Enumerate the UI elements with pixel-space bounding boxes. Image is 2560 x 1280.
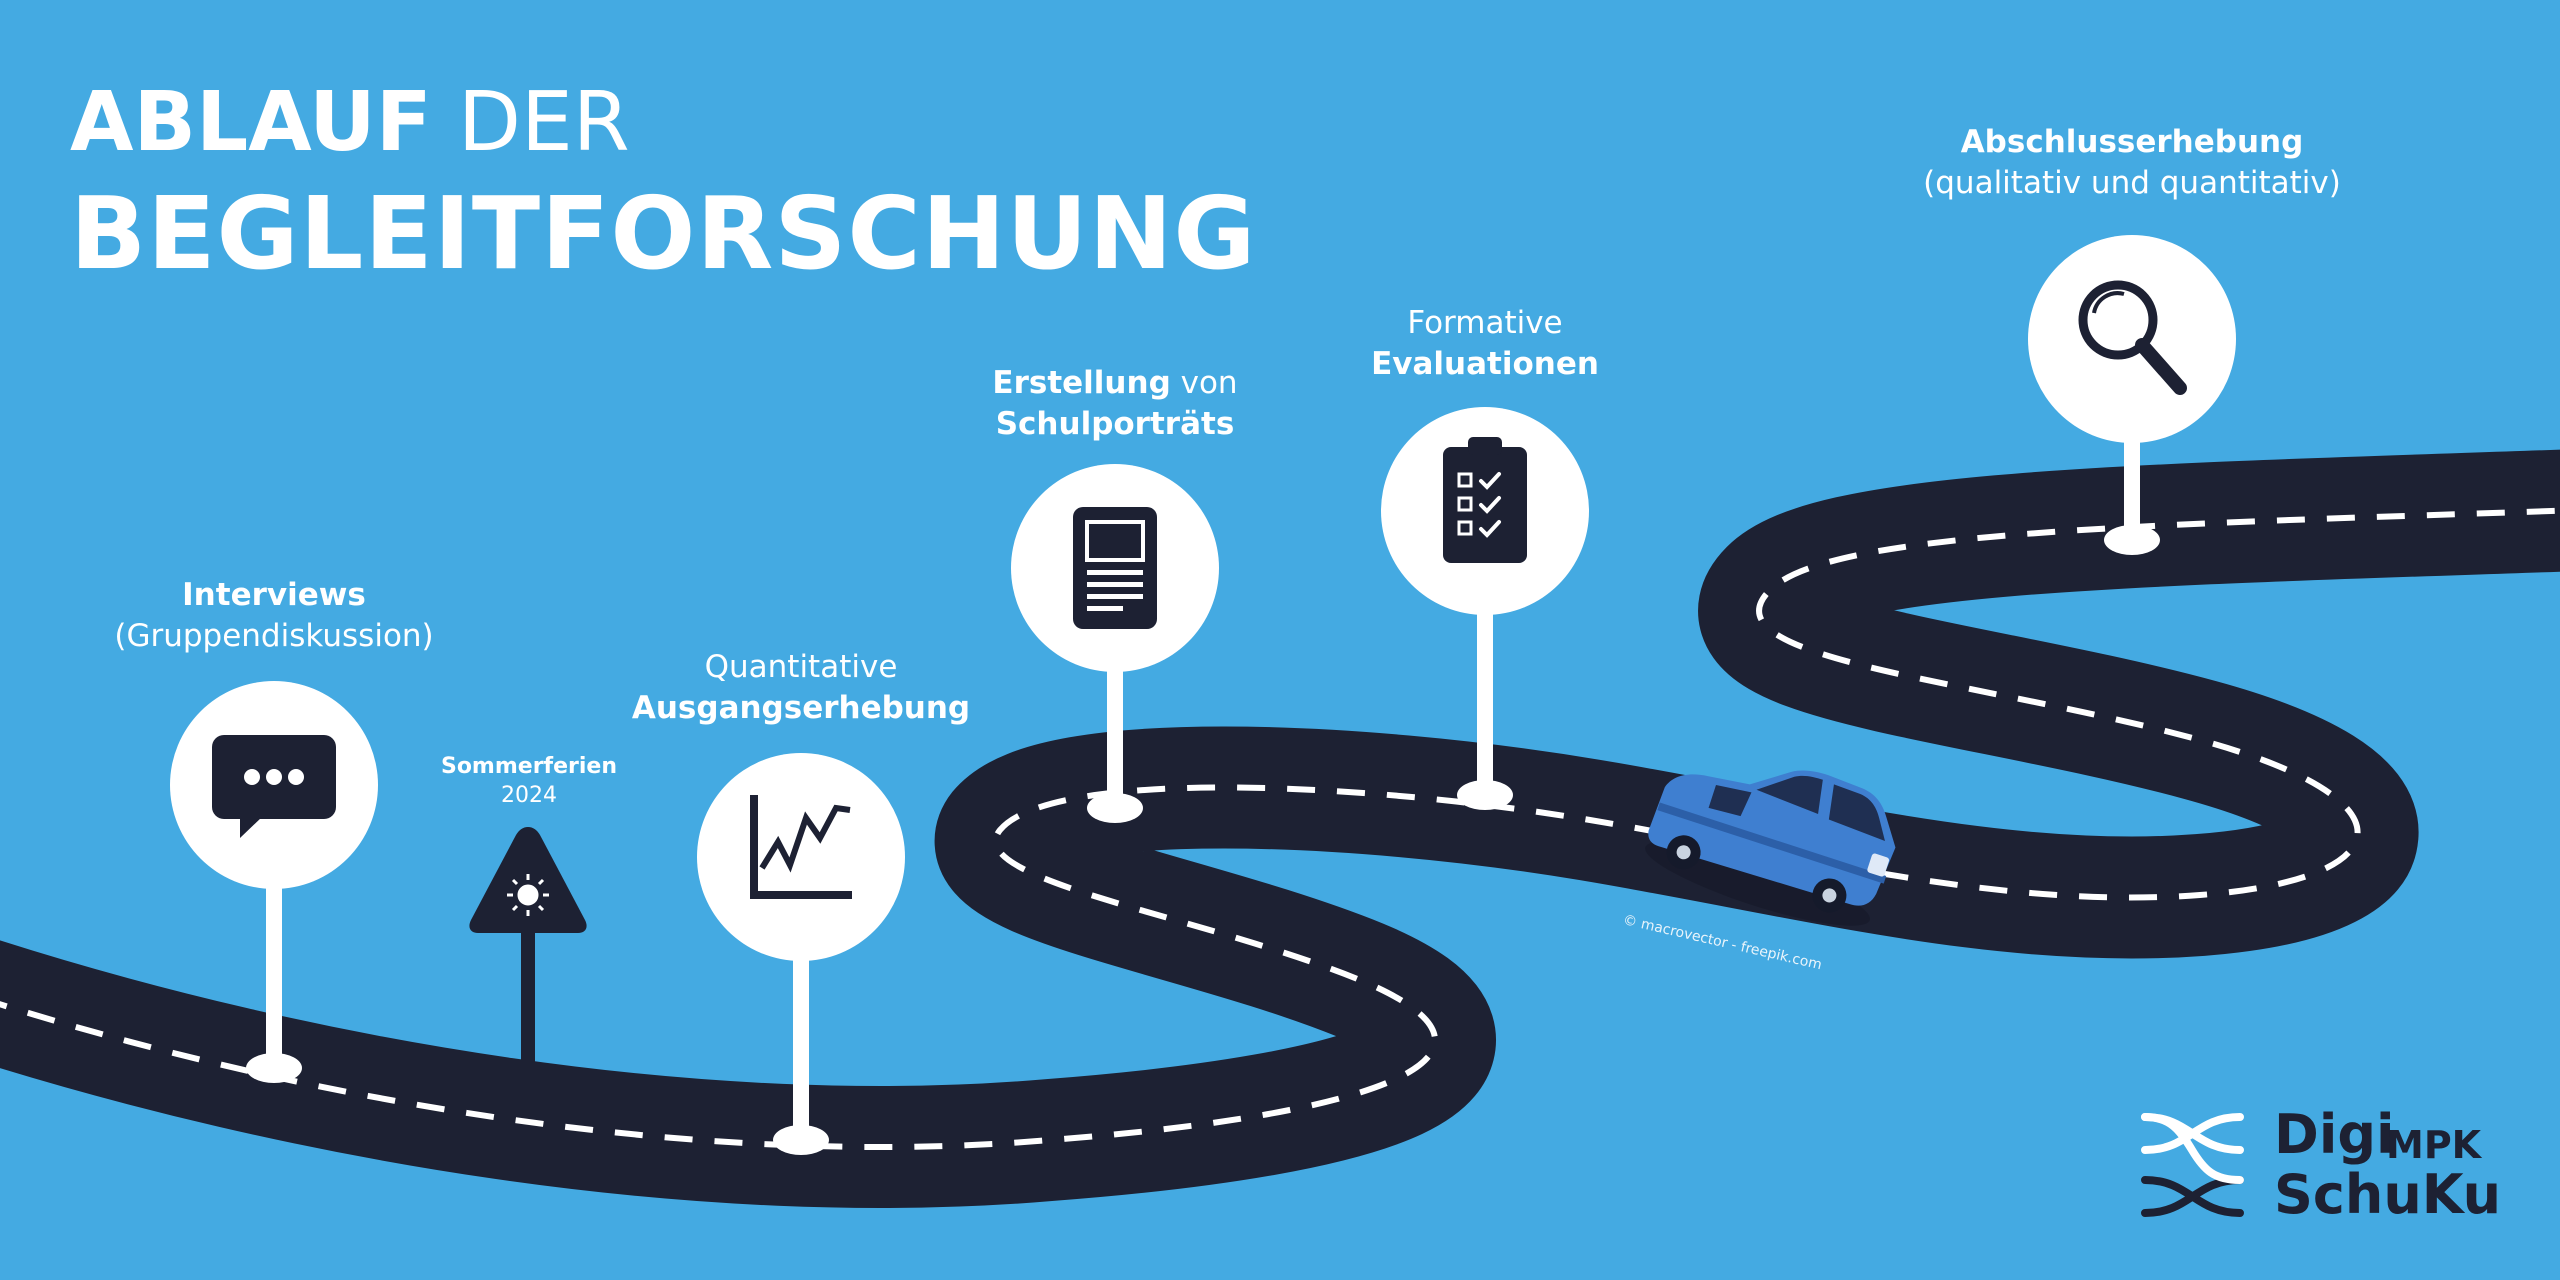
car-illustration — [1645, 770, 1896, 926]
title-regular-word: DER — [457, 75, 630, 170]
milestone-summer-holiday-label: Sommerferien 2024 — [440, 754, 618, 808]
road-center-dashes — [0, 507, 2560, 1150]
milestone-interviews-label: Interviews (Gruppendiskussion) — [114, 577, 434, 654]
milestone-final-survey-marker — [2028, 235, 2236, 555]
speech-bubble-icon — [212, 735, 336, 838]
clipboard-checklist-icon — [1443, 437, 1527, 563]
title-bold-word: ABLAUF — [70, 75, 432, 170]
logo-word-schuku: SchuKu — [2274, 1163, 2502, 1226]
document-icon — [1073, 507, 1157, 629]
logo-word-digi: Digi — [2274, 1103, 2395, 1166]
milestone-formative-evaluations-label: Formative Evaluationen — [1371, 305, 1599, 382]
milestone-summer-holiday-marker — [469, 827, 587, 1065]
magnifier-icon — [2078, 280, 2187, 395]
milestone-school-portraits-label: Erstellung von Schulporträts — [992, 365, 1238, 442]
milestone-final-survey-label: Abschlusserhebung (qualitativ und quanti… — [1923, 124, 2341, 201]
page-title-line2: BEGLEITFORSCHUNG — [70, 175, 1257, 292]
milestone-baseline-survey-marker — [697, 753, 905, 1155]
milestone-school-portraits-marker — [1011, 464, 1219, 823]
sun-icon — [507, 874, 549, 916]
page-title-line1: ABLAUF DER — [70, 82, 630, 164]
milestone-interviews-marker — [170, 681, 378, 1083]
milestone-baseline-survey-label: Quantitative Ausgangserhebung — [631, 649, 971, 726]
logo-word-mpk: MPK — [2386, 1123, 2482, 1167]
milestone-formative-evaluations-marker — [1381, 407, 1589, 810]
line-chart-icon — [750, 795, 852, 899]
